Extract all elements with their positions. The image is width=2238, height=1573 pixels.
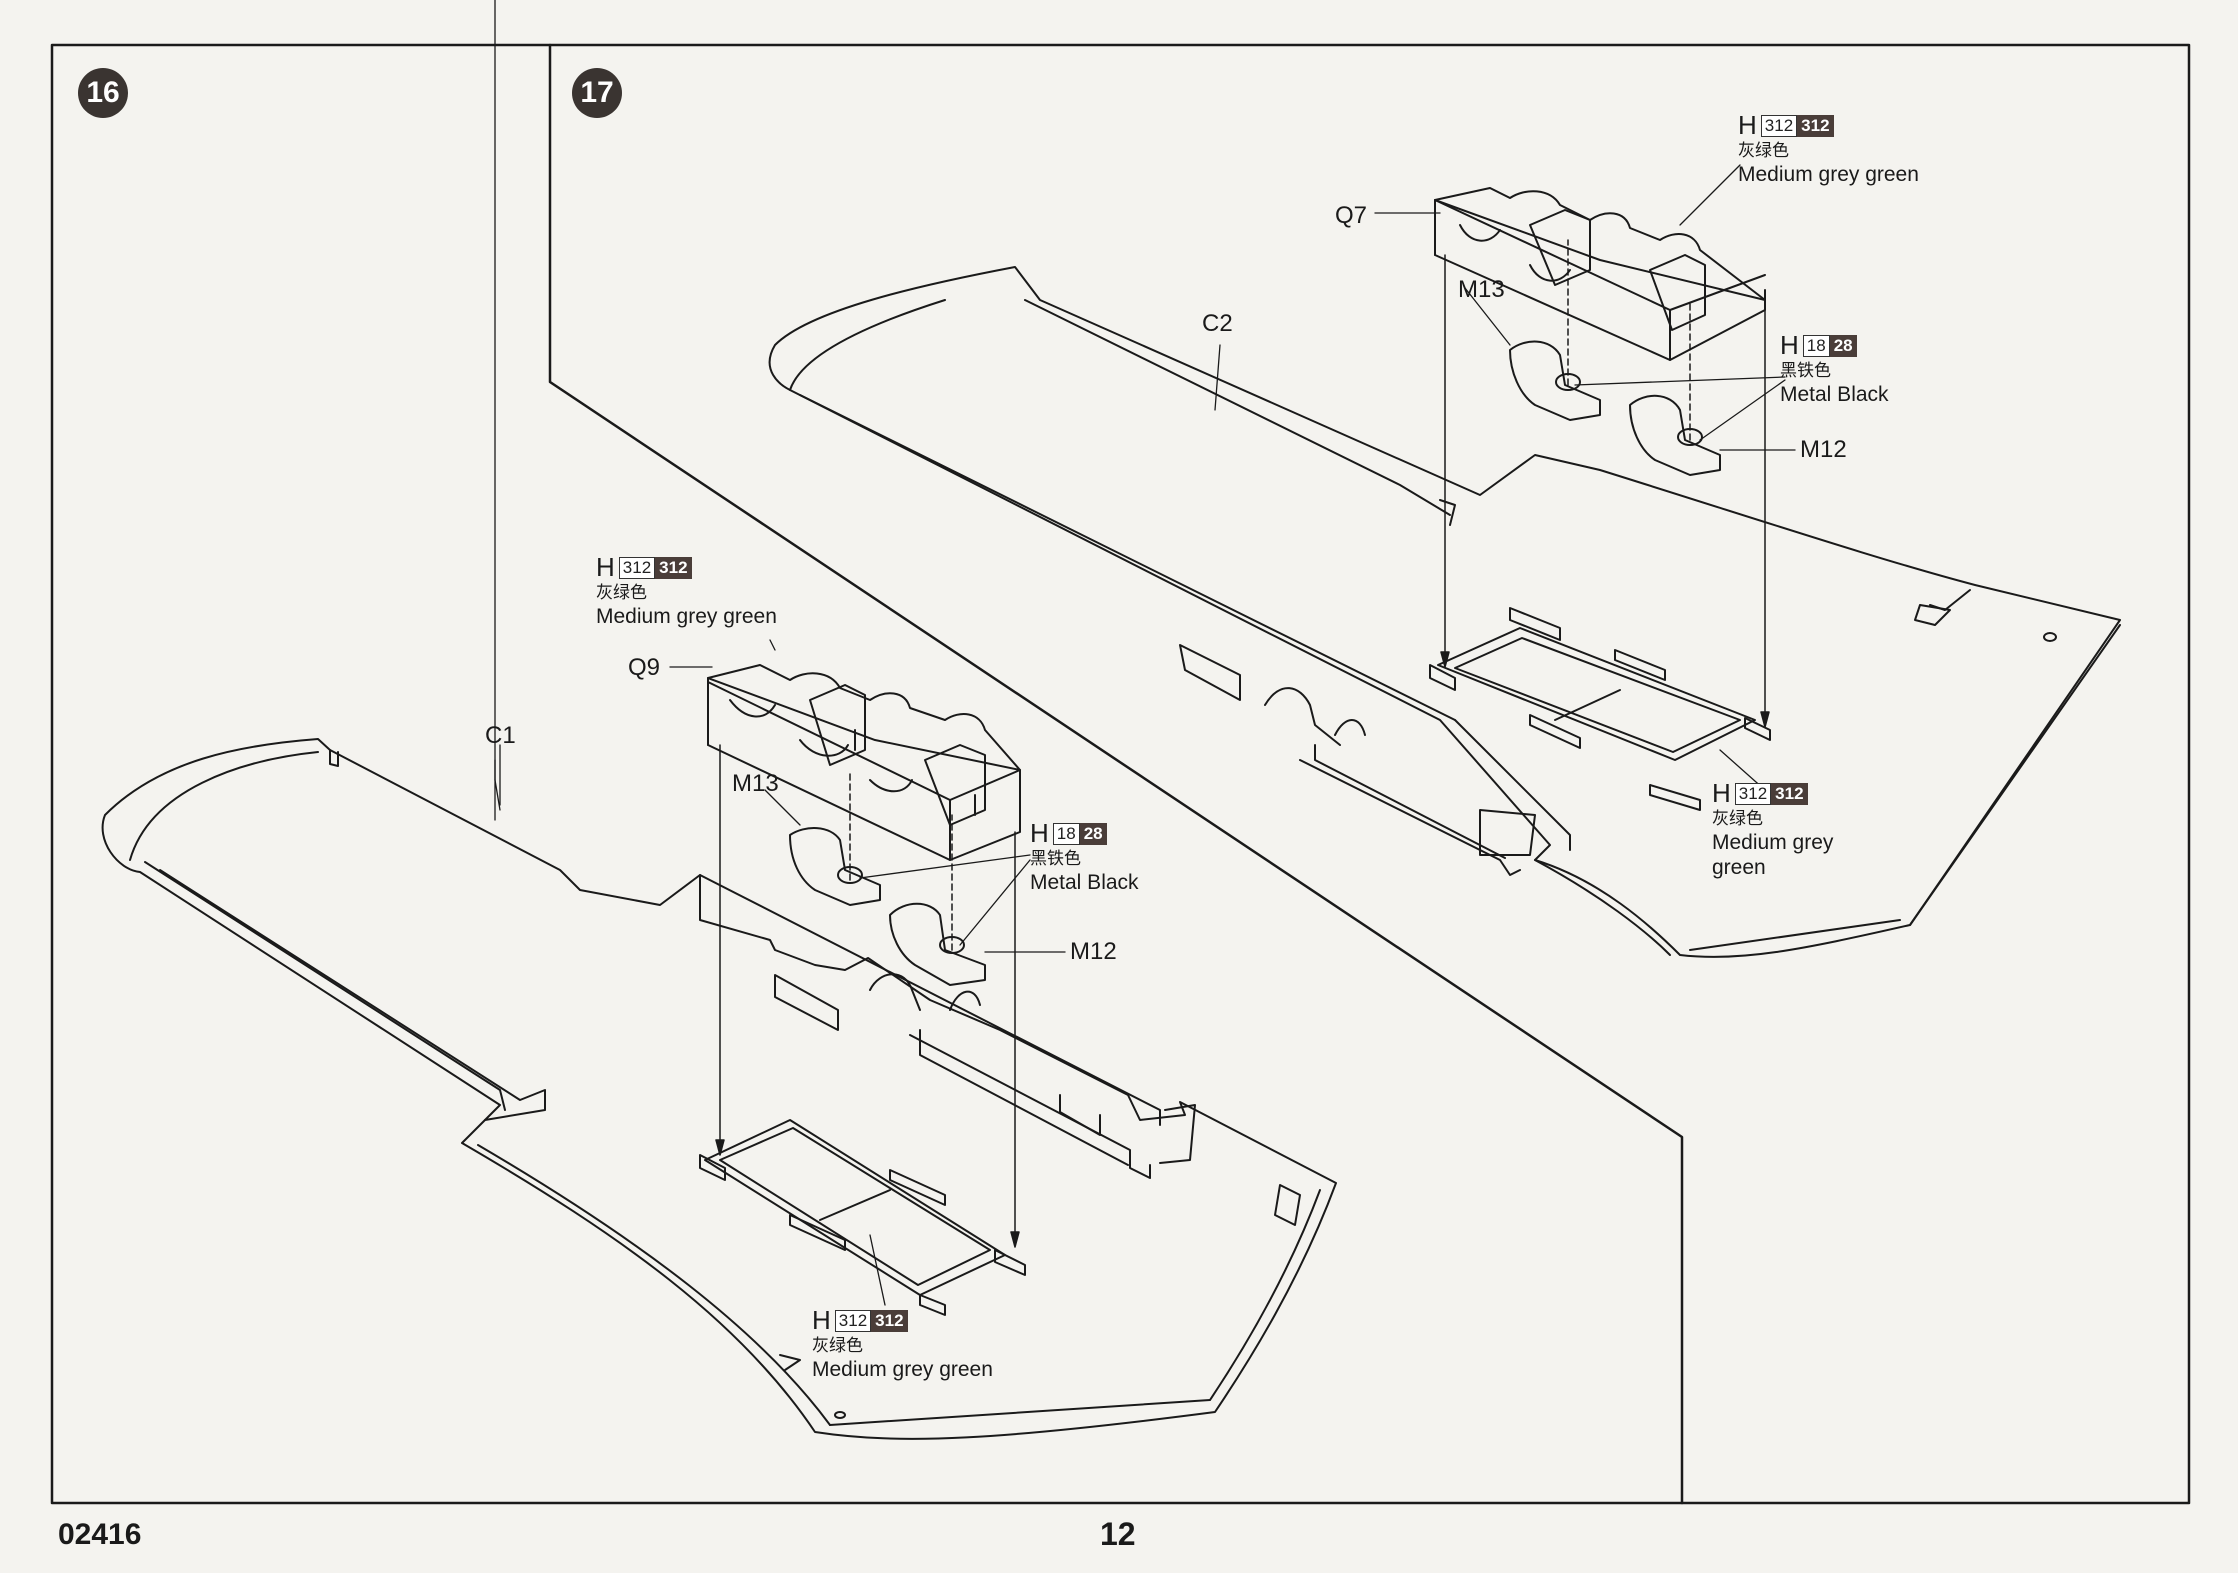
paint-code-box-alt: 312 bbox=[1771, 782, 1808, 805]
part-label-m12-17: M12 bbox=[1800, 436, 1847, 463]
panel-borders bbox=[52, 45, 2189, 1503]
document-code: 02416 bbox=[58, 1518, 142, 1551]
leader-lines-16 bbox=[495, 0, 1065, 1305]
part-label-q9: Q9 bbox=[628, 654, 661, 681]
part-label-c1: C1 bbox=[485, 722, 516, 749]
q7-bay-box-illustration bbox=[1435, 188, 1765, 360]
paint-code-box: 312 bbox=[1734, 782, 1772, 805]
paint-code-box-alt: 312 bbox=[871, 1309, 908, 1332]
part-label-m12-16: M12 bbox=[1070, 938, 1117, 965]
paint-code-box: 312 bbox=[618, 556, 656, 579]
assembly-arrows-17 bbox=[1441, 240, 1769, 727]
paint-name-cn: 灰绿色 bbox=[1738, 141, 1789, 161]
step-16-badge: 16 bbox=[78, 68, 128, 118]
bay-floor-frame bbox=[700, 1120, 1025, 1315]
m13-m12-straps-17-illustration bbox=[1510, 342, 1720, 475]
paint-brand: H bbox=[1030, 818, 1049, 848]
paint-name-en-line2: green bbox=[1712, 855, 1766, 879]
paint-name-en: Medium grey green bbox=[596, 604, 777, 628]
bay-floor-frame-17 bbox=[1430, 608, 1770, 810]
wing-c1-illustration bbox=[103, 739, 1336, 1439]
paint-name-en-line1: Medium grey bbox=[1712, 830, 1834, 854]
paint-code-box-alt: 28 bbox=[1079, 822, 1107, 845]
wing-c2-illustration bbox=[770, 267, 2120, 957]
paint-code-box: 312 bbox=[834, 1309, 872, 1332]
paint-name-en: Medium grey green bbox=[1738, 162, 1919, 186]
paint-brand: H bbox=[596, 552, 615, 582]
paint-name-cn: 灰绿色 bbox=[1712, 809, 1763, 829]
paint-code-box-alt: 28 bbox=[1829, 334, 1857, 357]
q9-bay-box-illustration bbox=[708, 665, 1020, 860]
paint-name-cn: 黑铁色 bbox=[1030, 849, 1081, 869]
part-label-m13-16: M13 bbox=[732, 770, 779, 797]
step-17-badge: 17 bbox=[572, 68, 622, 118]
paint-brand: H bbox=[1780, 330, 1799, 360]
part-label-q7: Q7 bbox=[1335, 202, 1368, 229]
paint-code-box-alt: 312 bbox=[1797, 114, 1834, 137]
page-number: 12 bbox=[1100, 1516, 1136, 1552]
paint-name-cn: 灰绿色 bbox=[596, 583, 647, 603]
paint-code-box-alt: 312 bbox=[655, 556, 692, 579]
part-label-m13-17: M13 bbox=[1458, 276, 1505, 303]
paint-name-en: Medium grey green bbox=[812, 1357, 993, 1381]
part-label-c2: C2 bbox=[1202, 310, 1233, 337]
paint-brand: H bbox=[1712, 778, 1731, 808]
paint-name-en: Metal Black bbox=[1030, 870, 1139, 894]
paint-name-cn: 灰绿色 bbox=[812, 1336, 863, 1356]
paint-code-box: 18 bbox=[1052, 822, 1080, 845]
paint-code-box: 312 bbox=[1760, 114, 1798, 137]
paint-name-cn: 黑铁色 bbox=[1780, 361, 1831, 381]
paint-code-box: 18 bbox=[1802, 334, 1830, 357]
paint-brand: H bbox=[812, 1305, 831, 1335]
paint-brand: H bbox=[1738, 110, 1757, 140]
m13-m12-straps-illustration bbox=[790, 828, 985, 985]
assembly-arrows-16 bbox=[716, 745, 1019, 1247]
paint-name-en: Metal Black bbox=[1780, 382, 1889, 406]
